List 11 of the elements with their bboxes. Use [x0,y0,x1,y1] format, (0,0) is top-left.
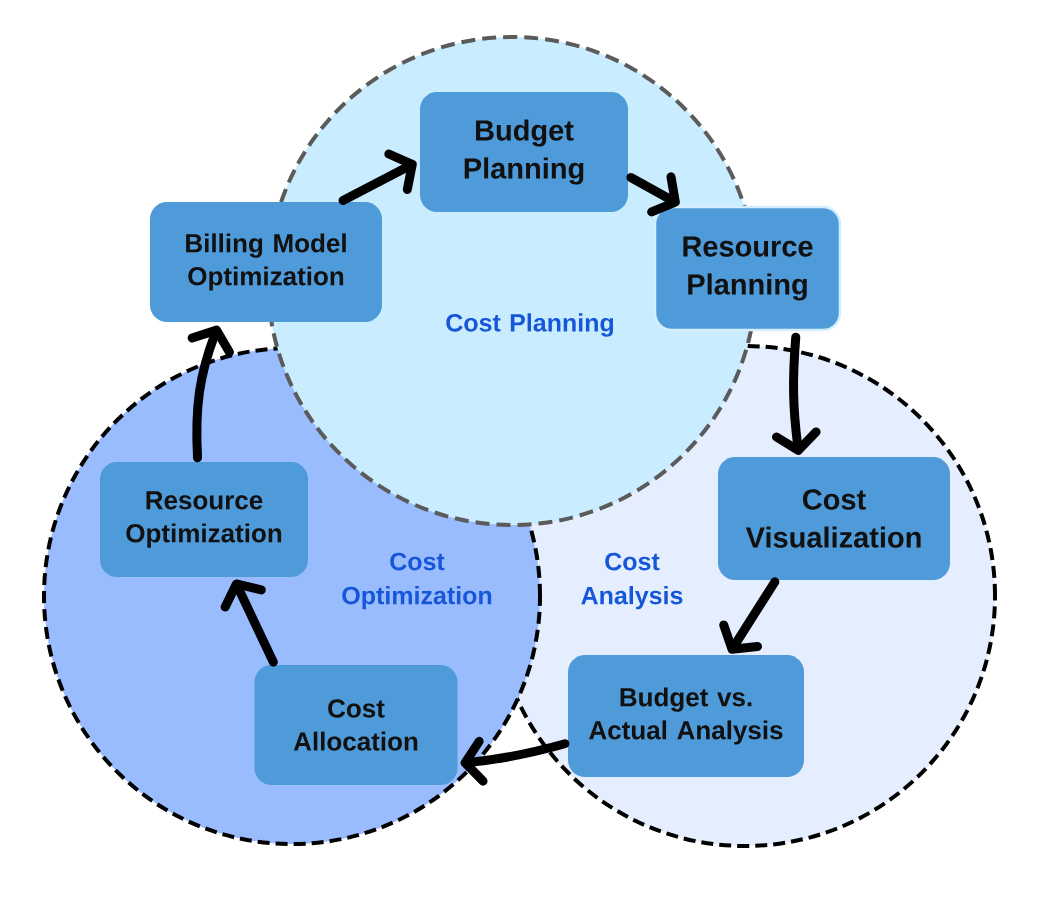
process-box: Cost Allocation [254,665,458,785]
arrow [220,579,278,667]
process-box: Resource Planning [653,205,842,332]
process-box: Cost Visualization [718,457,950,580]
process-box: Budget vs. Actual Analysis [568,655,804,777]
arrow [771,332,821,455]
process-box: Billing Model Optimization [150,202,382,322]
arrow [460,736,570,786]
process-box: Resource Optimization [100,462,308,577]
arrow [187,325,234,463]
process-box: Budget Planning [420,92,628,212]
